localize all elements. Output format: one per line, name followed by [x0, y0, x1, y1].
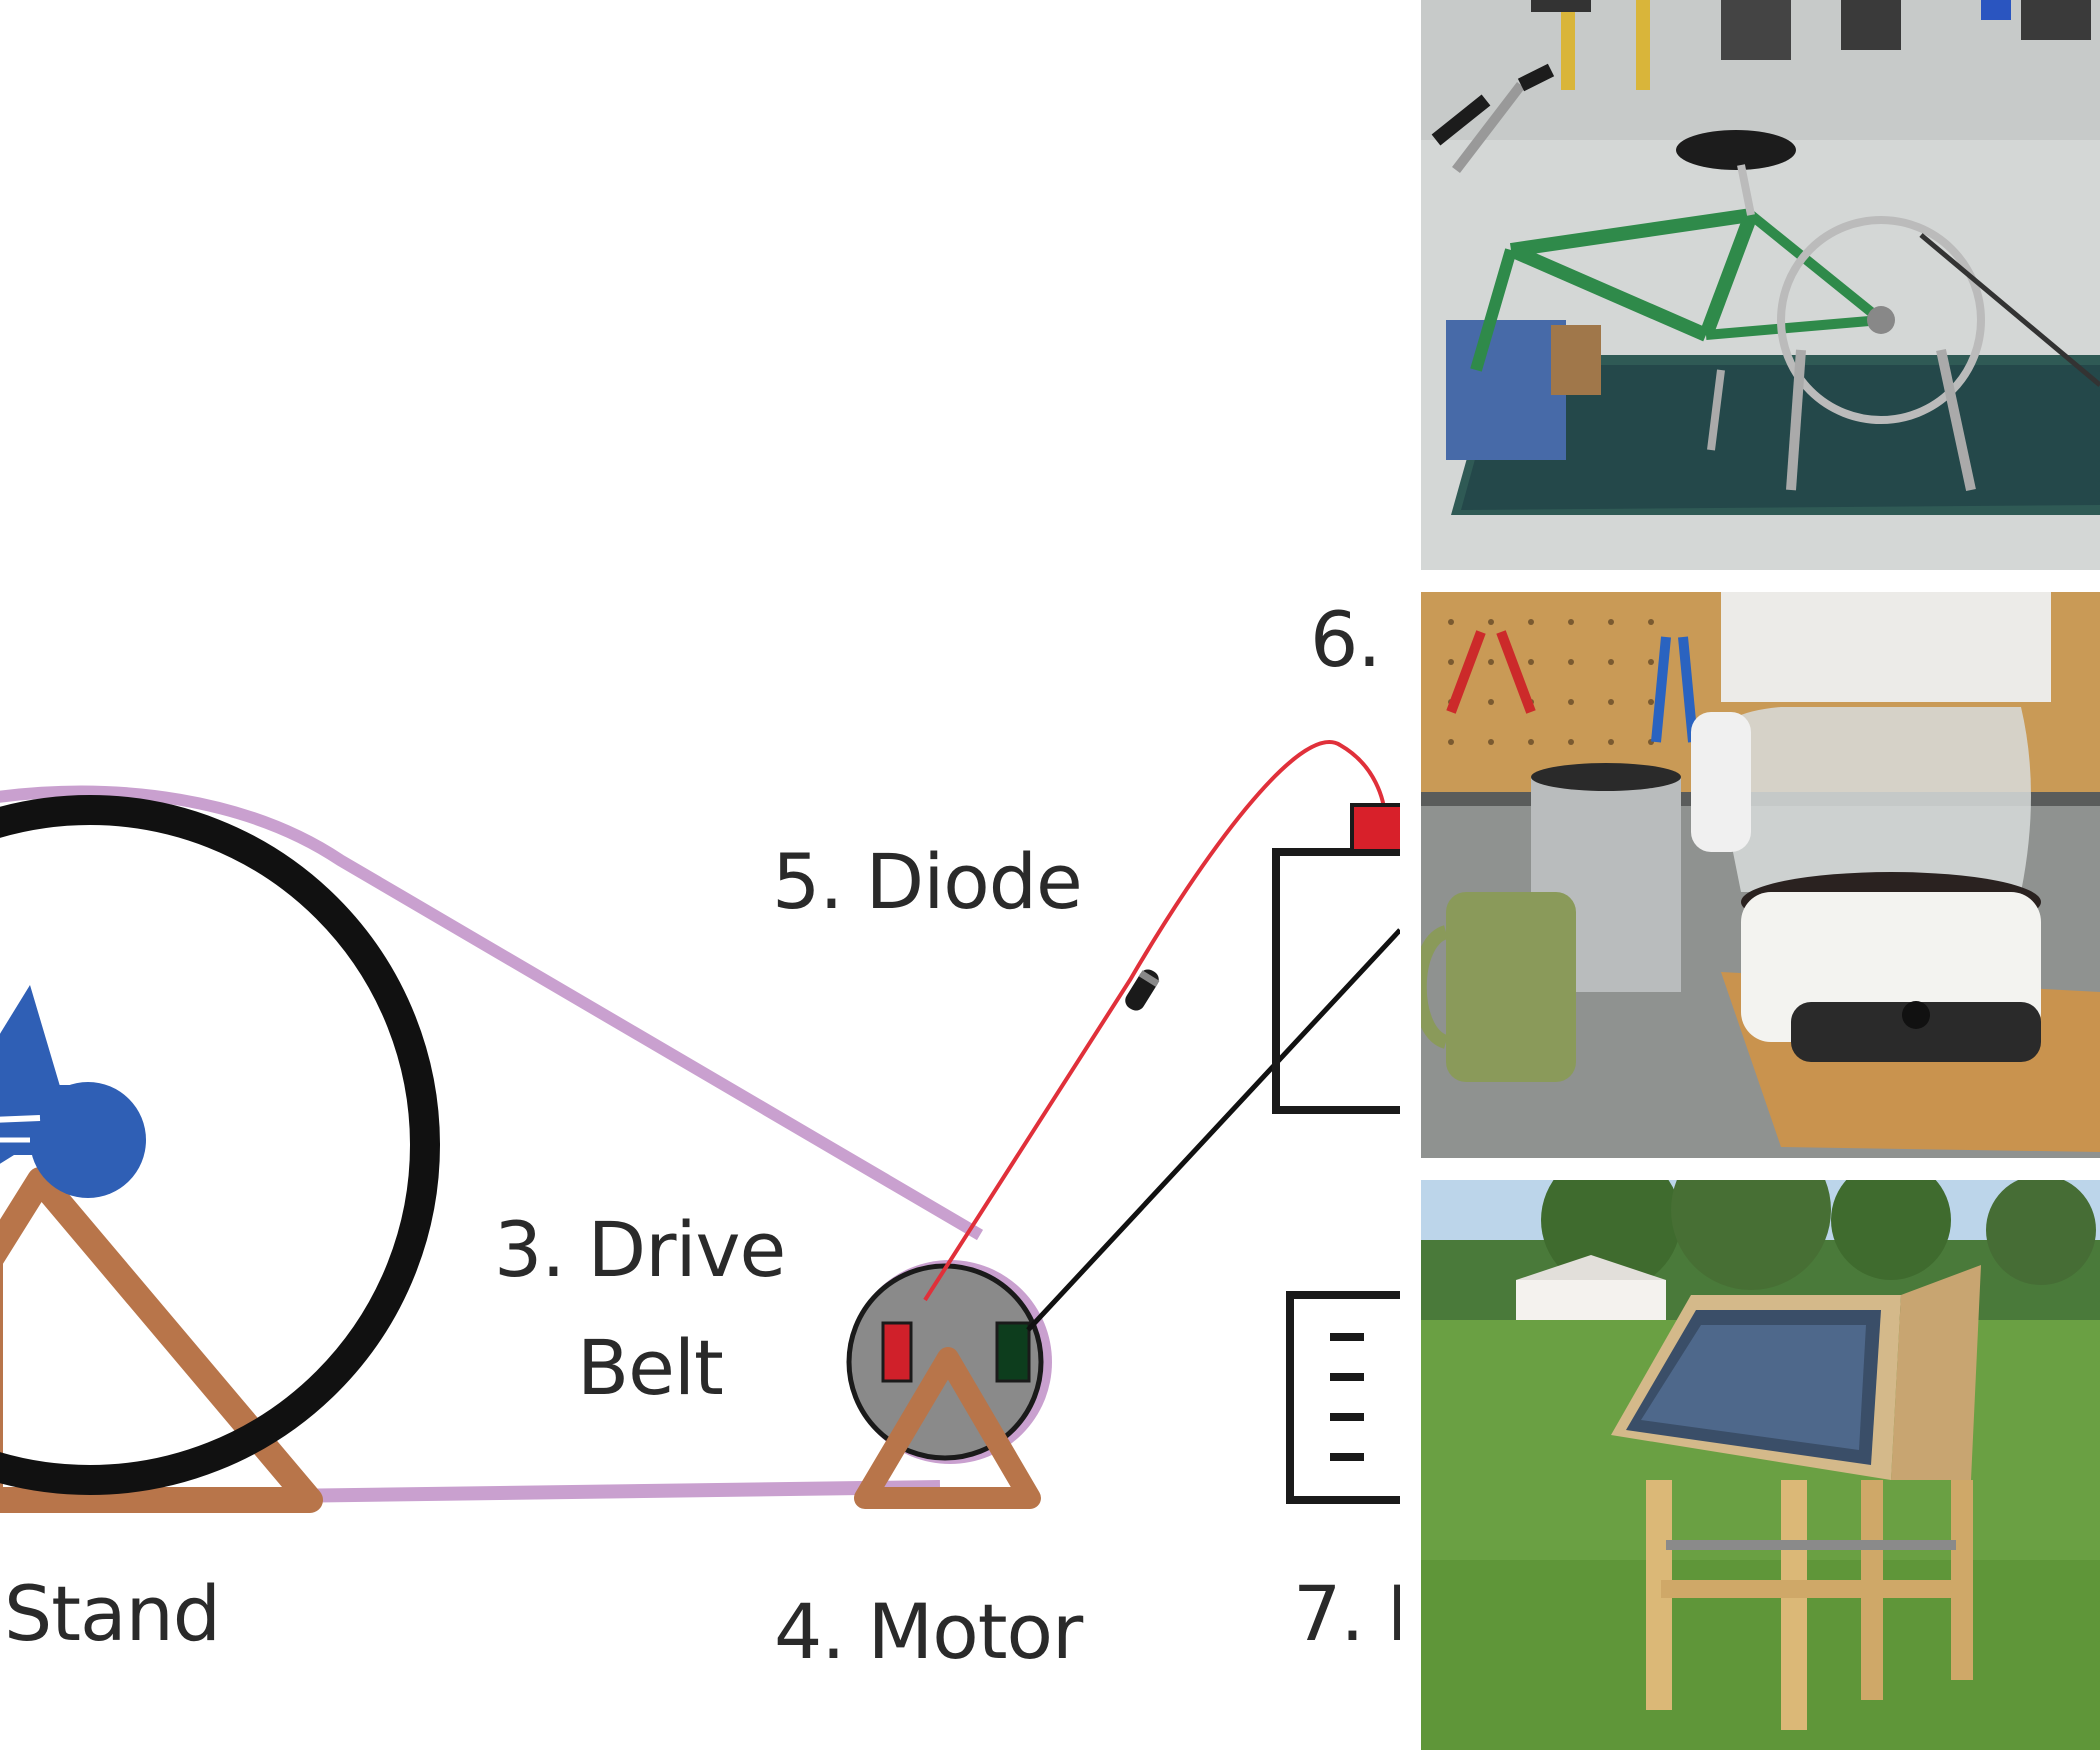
label-drive-belt-line1: 3. Drive	[494, 1205, 786, 1294]
motor-stand	[854, 1347, 1041, 1509]
motor-terminal-positive	[881, 1321, 913, 1383]
positive-wire	[923, 740, 1387, 1302]
drive-belt	[0, 785, 984, 1241]
label-stand: Stand	[4, 1569, 221, 1658]
label-7: 7. I	[1293, 1569, 1400, 1658]
wheel-hub	[0, 985, 146, 1198]
negative-wire	[1026, 928, 1400, 1332]
motor	[846, 1260, 1052, 1509]
load-box	[1286, 1291, 1400, 1504]
bicycle-generator-photo	[1421, 0, 2100, 570]
motor-terminal-negative	[995, 1321, 1031, 1383]
coffee-maker-photo	[1421, 592, 2100, 1158]
diode	[1125, 969, 1160, 1011]
battery-cap	[1350, 803, 1400, 853]
label-diode: 5. Diode	[772, 837, 1083, 926]
label-drive-belt-line2: Belt	[577, 1323, 724, 1412]
label-6: 6.	[1310, 595, 1382, 684]
solar-oven-photo	[1421, 1180, 2100, 1750]
bike-stand	[0, 1167, 323, 1513]
battery	[1272, 803, 1400, 1114]
bike-generator-diagram: 6. 5. Diode 3. Drive Belt Stand 4. Motor…	[0, 595, 1400, 1676]
bike-wheel	[0, 795, 440, 1495]
diagram-drawing	[0, 740, 1400, 1513]
label-motor: 4. Motor	[774, 1587, 1083, 1676]
